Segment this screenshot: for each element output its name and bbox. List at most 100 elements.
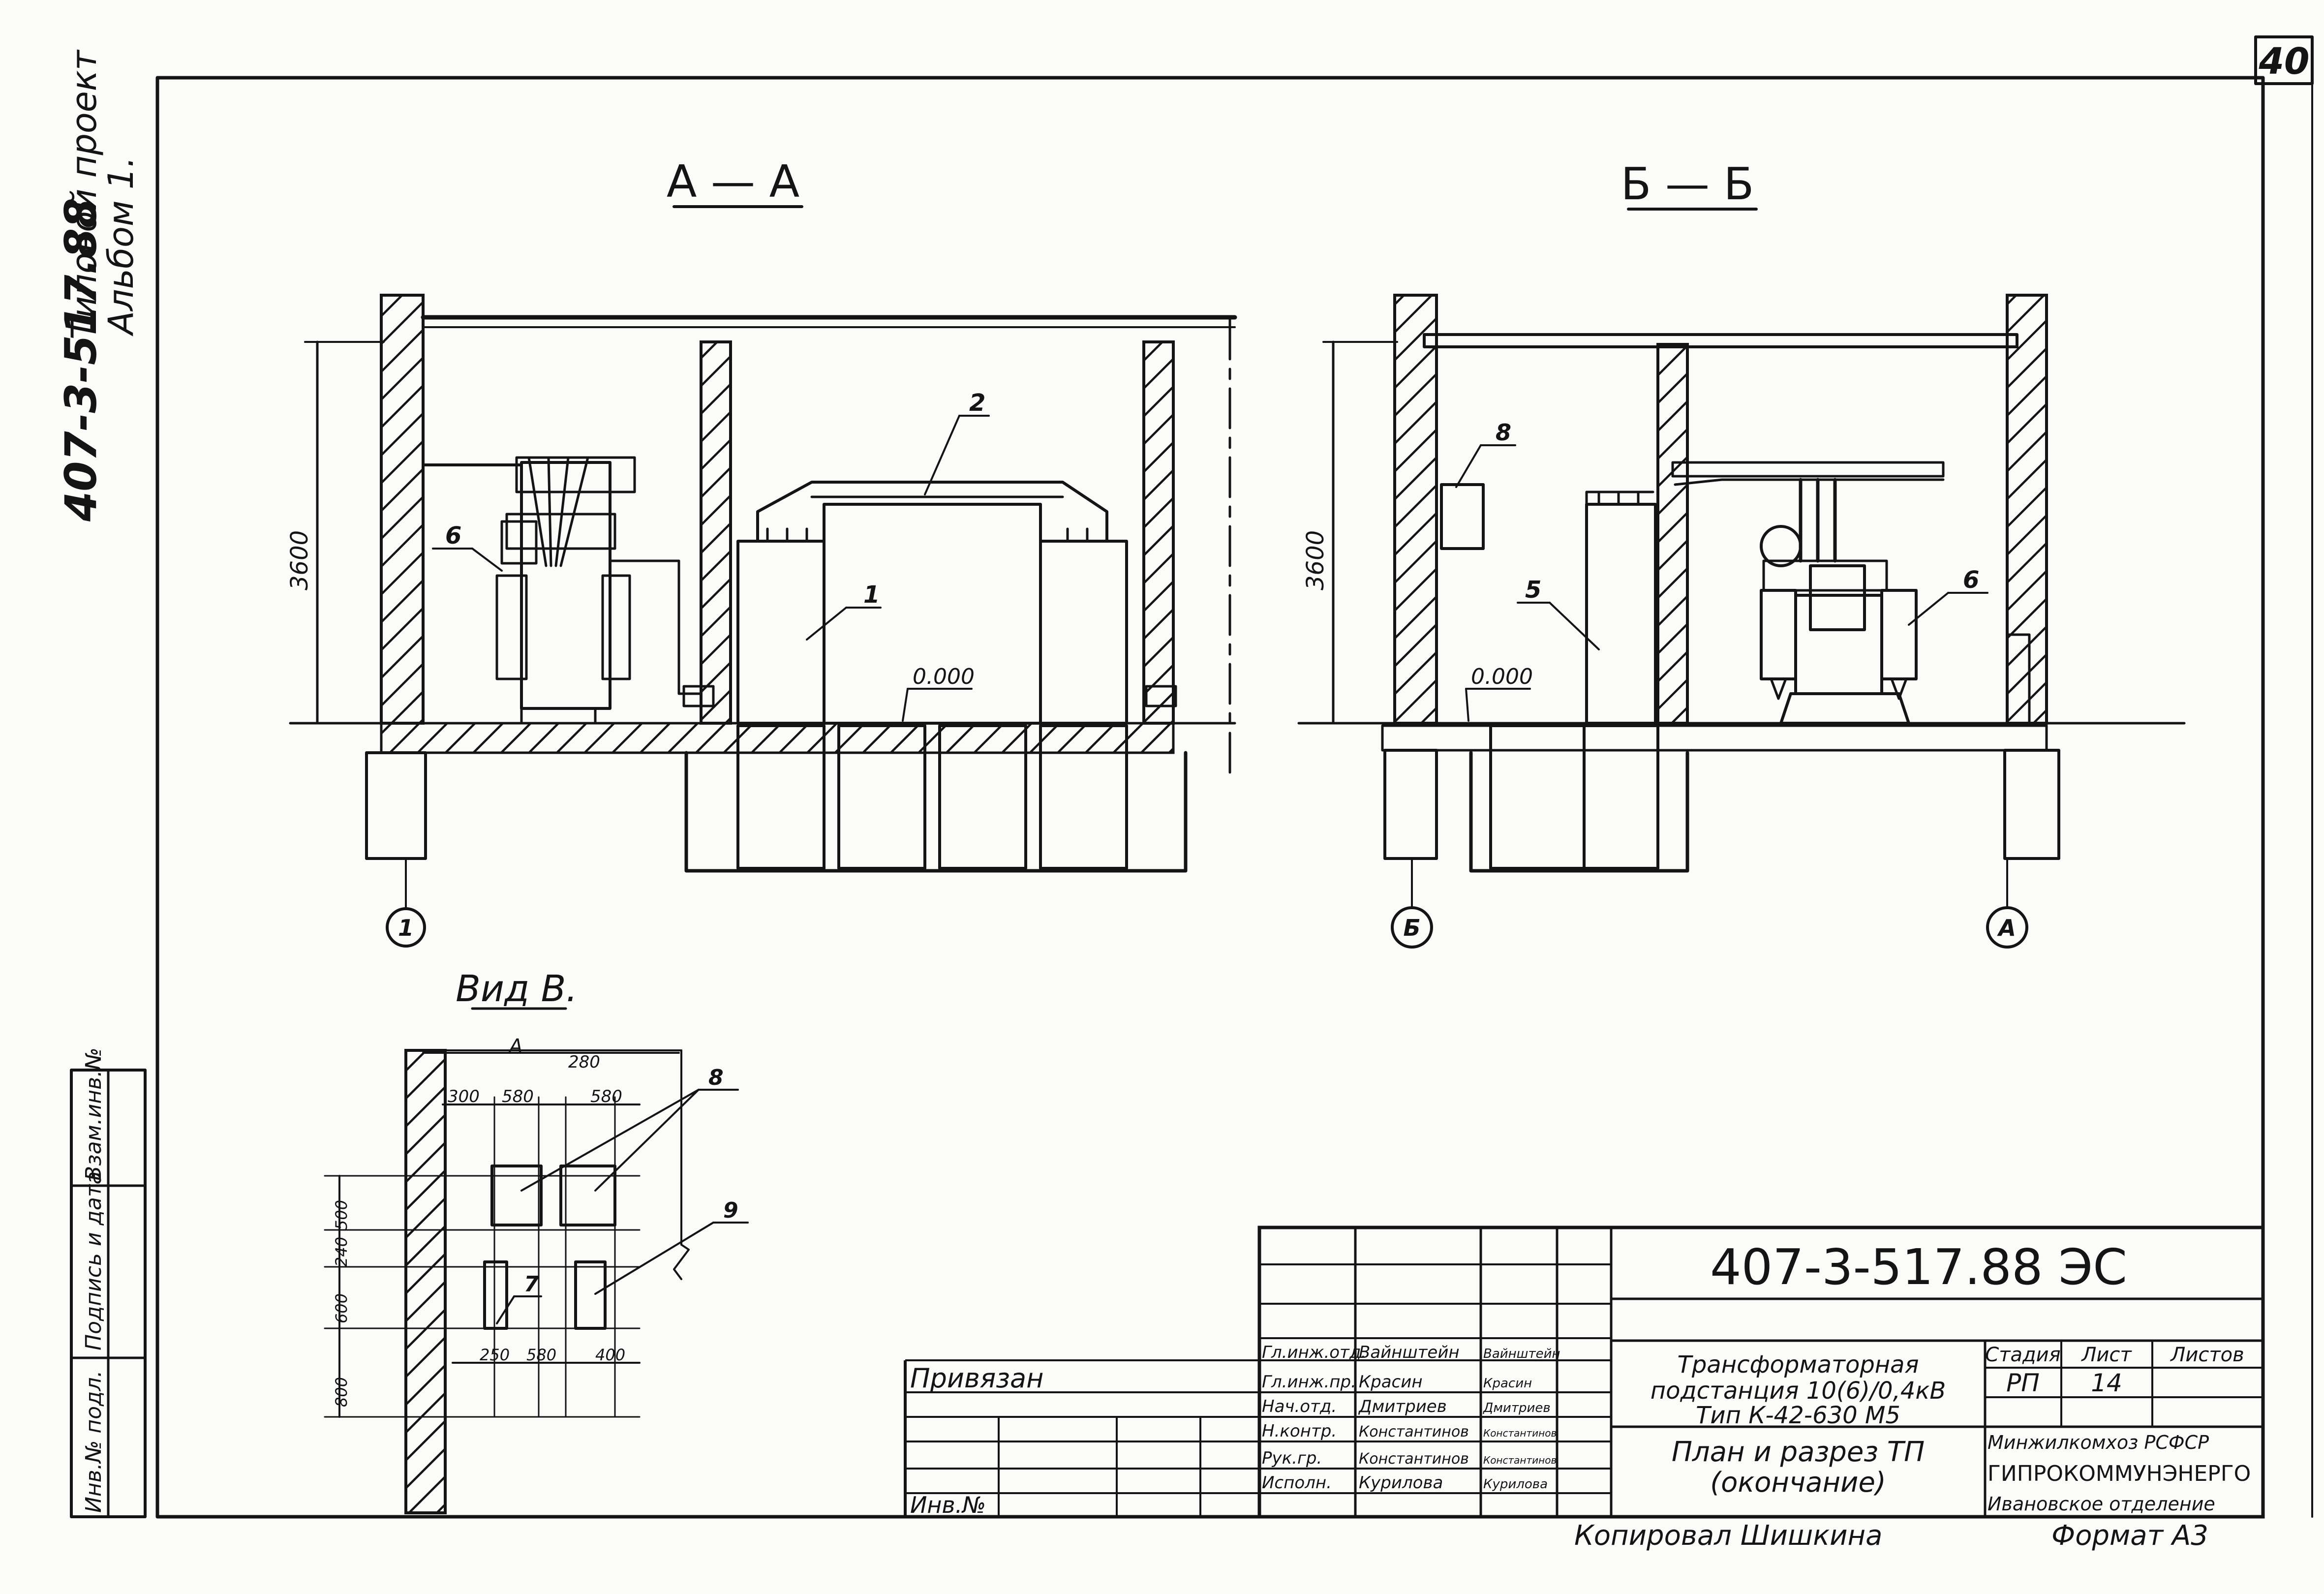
inv-label: Инв.№ <box>910 1492 986 1518</box>
strip-inv-label: Инв.№ подл. <box>81 1370 106 1513</box>
vid-opening-9 <box>574 1260 607 1330</box>
vid-dim-top-2: 580 <box>502 1087 534 1106</box>
role-4: Н.контр. <box>1262 1421 1337 1441</box>
role-2: Гл.инж.пр. <box>1262 1372 1356 1392</box>
role-3: Нач.отд. <box>1262 1397 1337 1416</box>
section-bb-title: Б — Б <box>1621 158 1754 210</box>
sheet-title-2: (окончание) <box>1710 1467 1886 1499</box>
title-block <box>904 1226 2265 1519</box>
side-stamp: Типовой проект 407-3-517.88 Альбом 1. <box>56 49 141 522</box>
aa-level: 0.000 <box>913 664 975 689</box>
sign-4: Константинов <box>1483 1427 1557 1439</box>
aa-callout-1: 1 <box>863 581 880 609</box>
stage-value: РП <box>2006 1369 2040 1397</box>
vid-callout-9: 9 <box>723 1198 738 1223</box>
side-album: Альбом 1. <box>101 156 141 337</box>
bb-wall-right <box>2006 294 2048 725</box>
aa-callout-6: 6 <box>445 522 461 550</box>
vid-dim-top-3: 580 <box>590 1087 622 1106</box>
view-v-top-label: А <box>508 1035 522 1058</box>
bb-wall-middle <box>1656 343 1689 725</box>
name-1: Вайнштейн <box>1359 1343 1460 1362</box>
vid-callout-8: 8 <box>708 1065 724 1090</box>
aa-wall-middle <box>700 340 732 725</box>
name-3: Дмитриев <box>1358 1397 1447 1416</box>
section-aa: А — А 3600 <box>286 156 1237 948</box>
vid-dim-left-2: 240 <box>332 1237 351 1267</box>
stage-header: Стадия <box>1985 1344 2060 1366</box>
strip-sign-label: Подпись и дата <box>81 1171 106 1350</box>
vid-callout-7: 7 <box>524 1272 539 1297</box>
sheet-no-value: 14 <box>2091 1369 2122 1397</box>
role-1: Гл.инж.отд. <box>1262 1343 1366 1362</box>
bb-level: 0.000 <box>1471 664 1533 689</box>
vid-dim-left-4: 800 <box>332 1377 351 1407</box>
signature-rows: Гл.инж.отд. Вайнштейн Вайнштейн Гл.инж.п… <box>1262 1343 1560 1493</box>
bb-callout-6: 6 <box>1963 566 1979 594</box>
sheet-title-1: План и разрез ТП <box>1672 1436 1925 1468</box>
sign-1: Вайнштейн <box>1483 1347 1560 1361</box>
bb-cabinet-5 <box>1585 503 1657 725</box>
bb-callout-8: 8 <box>1496 419 1511 446</box>
object-title-1: Трансформаторная <box>1678 1351 1919 1379</box>
name-4: Константинов <box>1359 1423 1469 1441</box>
bb-transformer <box>1760 525 1918 725</box>
name-2: Красин <box>1359 1372 1423 1392</box>
vid-dim-left-3: 600 <box>332 1293 351 1323</box>
sheets-header: Листов <box>2170 1344 2244 1366</box>
strip-replace-label: Взам.инв.№ <box>81 1047 106 1181</box>
org-line-1: Минжилкомхоз РСФСР <box>1988 1432 2209 1453</box>
vid-dim-bottom-3: 400 <box>595 1346 625 1364</box>
bb-callout-5: 5 <box>1525 576 1541 604</box>
bb-height-dim: 3600 <box>1302 530 1329 590</box>
view-v-title: Вид В. <box>456 968 578 1010</box>
aa-floor-slab <box>380 722 1175 754</box>
bb-axis-right: А <box>1997 915 2016 941</box>
left-strip-labels: Инв.№ подл. Подпись и дата Взам.инв.№ <box>81 1047 106 1513</box>
role-6: Исполн. <box>1262 1473 1332 1493</box>
role-5: Рук.гр. <box>1262 1448 1322 1468</box>
aa-wall-left <box>380 294 425 725</box>
name-5: Константинов <box>1359 1450 1469 1468</box>
aa-axis-label: 1 <box>398 915 414 941</box>
sign-6: Курилова <box>1483 1477 1548 1492</box>
vid-dim-bottom-2: 580 <box>526 1346 556 1364</box>
side-project-label: Типовой проект <box>64 49 104 339</box>
vid-dim-left-1: 500 <box>332 1200 351 1230</box>
bb-axis-left: Б <box>1403 915 1420 941</box>
sheet-header: Лист <box>2080 1344 2132 1366</box>
vid-opening-8b <box>559 1165 616 1226</box>
sign-2: Красин <box>1483 1376 1532 1391</box>
aa-transformer <box>422 456 703 725</box>
drawing-designation: 407-3-517.88 ЭС <box>1710 1238 2127 1296</box>
name-6: Курилова <box>1359 1473 1443 1493</box>
section-aa-title: А — А <box>667 156 799 208</box>
side-project-number: 407-3-517.88 <box>56 198 106 522</box>
org-line-3: Ивановское отделение <box>1988 1493 2215 1515</box>
aa-switchgear <box>682 481 1177 725</box>
vid-wall <box>404 1049 447 1514</box>
vid-opening-8a <box>490 1165 543 1226</box>
copied-by: Копировал Шишкина <box>1574 1520 1882 1552</box>
object-title-3: Тип К-42-630 М5 <box>1696 1402 1900 1429</box>
view-v: Вид В. А 300 580 580 280 500 240 600 800… <box>324 968 749 1514</box>
page-number: 40 <box>2259 40 2310 83</box>
vid-dim-bottom-1: 250 <box>480 1346 510 1364</box>
bound-label: Привязан <box>910 1363 1043 1394</box>
vid-opening-7 <box>483 1260 508 1330</box>
vid-dim-top-extra: 280 <box>568 1052 600 1072</box>
vid-dim-top-1: 300 <box>448 1087 480 1106</box>
org-line-2: ГИПРОКОММУНЭНЕРГО <box>1988 1461 2251 1486</box>
sign-3: Дмитриев <box>1483 1401 1551 1415</box>
aa-callout-2: 2 <box>969 389 985 417</box>
sheet-frame <box>70 35 2314 1519</box>
section-bb: Б — Б 3600 8 5 0.000 <box>1297 158 2186 949</box>
bb-wall-left <box>1393 294 1438 725</box>
object-title-2: подстанция 10(6)/0,4кВ <box>1651 1377 1946 1405</box>
sign-5: Константинов <box>1483 1454 1557 1466</box>
aa-height-dim: 3600 <box>286 530 313 590</box>
aa-wall-right <box>1142 340 1175 725</box>
bb-box-8 <box>1440 483 1485 550</box>
